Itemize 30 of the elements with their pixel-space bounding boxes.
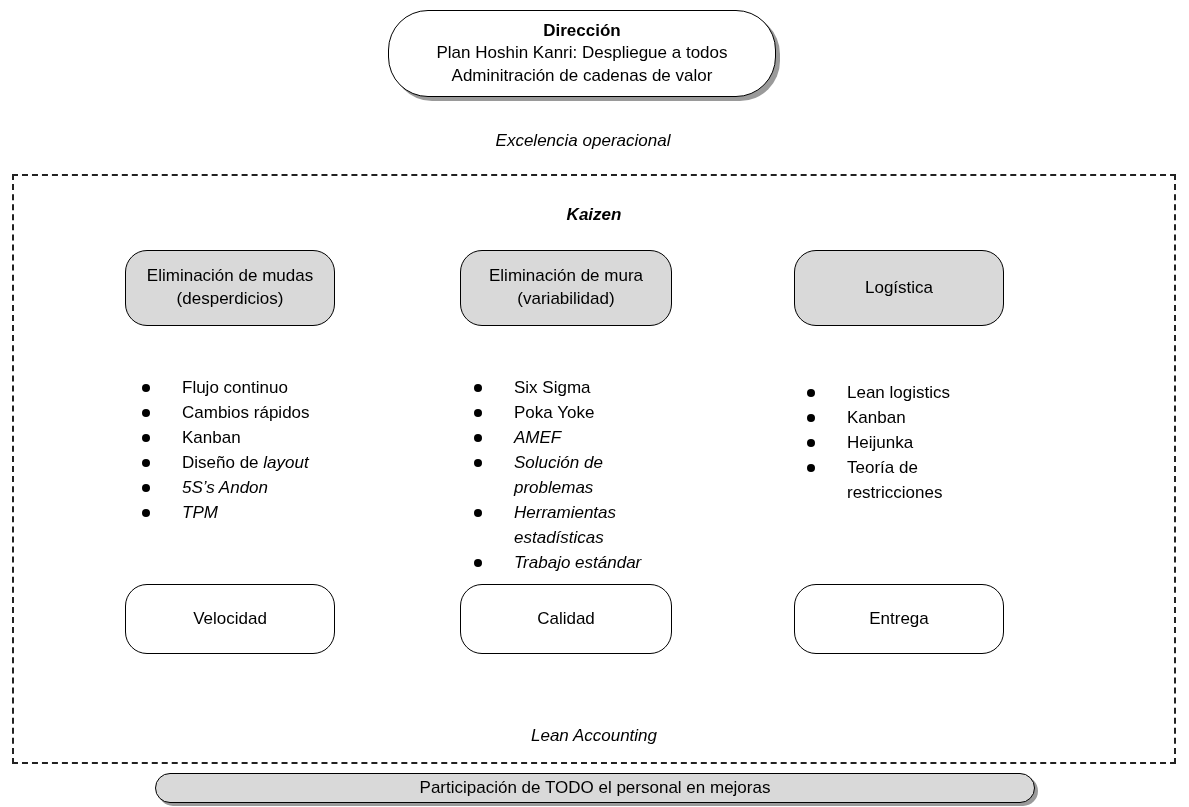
participation-bar: Participación de TODO el personal en mejoras [155,773,1035,803]
category-box: Eliminación de mura (variabilidad) [460,250,672,326]
list-item: Kanban [847,407,906,429]
dashed-frame [12,174,1176,764]
list-item: Kanban [182,427,241,449]
list-item: TPM [182,502,218,524]
frame-heading: Kaizen [566,204,622,226]
result-box: Calidad [460,584,672,654]
result-box: Velocidad [125,584,335,654]
frame-footer: Lean Accounting [531,722,657,748]
list-item: Heijunka [847,432,914,454]
list-item: Cambios rápidos [182,402,310,424]
list-item: Six Sigma [514,377,591,399]
category-box: Eliminación de mudas (desperdicios) [125,250,335,326]
list-item: AMEF [514,427,562,449]
italic-caption: Excelencia operacional [495,130,671,152]
list-item: Lean logistics [847,382,950,404]
list-item: Solución de problemas [514,452,604,499]
box-text: Plan Hoshin Kanri: Despliegue a todos [436,42,728,65]
box-heading: Dirección [543,20,621,43]
list-item: Teoría de restricciones [847,457,944,504]
list-item: Diseño de layout [182,452,309,474]
category-box: Logística [794,250,1004,326]
list-item: Herramientas estadísticas [514,502,618,549]
list-item: Trabajo estándar [514,552,642,574]
list-item: Flujo continuo [182,377,288,399]
result-box: Entrega [794,584,1004,654]
list-item: Poka Yoke [514,402,595,424]
list-item: 5S’s Andon [182,477,268,499]
box-text: Adminitración de cadenas de valor [451,64,713,87]
